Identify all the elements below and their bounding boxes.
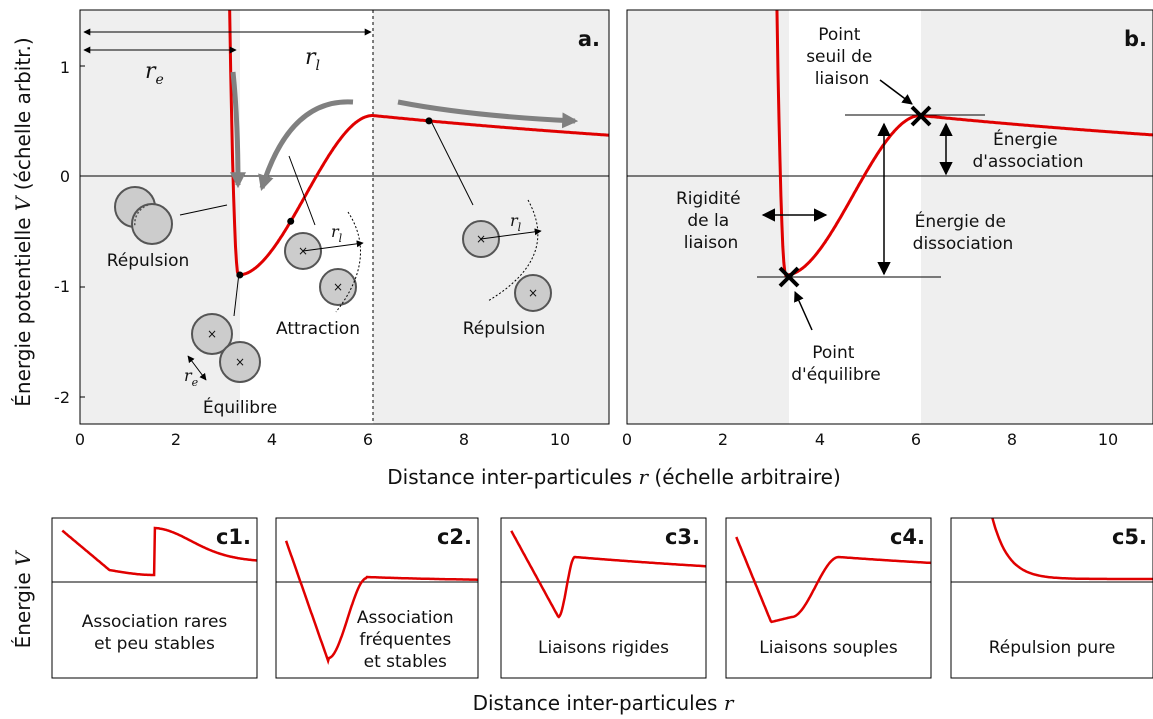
bottom-panel-frame xyxy=(725,517,932,679)
ytick-minus-1: -1 xyxy=(54,277,70,296)
y-axis-title: Énergie potentielle V (échelle arbitr.) xyxy=(11,37,35,406)
bottom-panel-caption: Répulsion pure xyxy=(989,638,1116,658)
svg-text:×: × xyxy=(333,280,343,294)
panel-a: re rl Répulsion × × re Équilibre xyxy=(79,9,610,425)
x-axis-title: Distance inter-particules r (échelle arb… xyxy=(387,465,841,489)
particles-repulsion-short xyxy=(114,186,173,245)
bottom-panel-frame xyxy=(950,517,1153,679)
panel-a-frame xyxy=(79,9,610,425)
threshold-pointer xyxy=(879,79,913,105)
gray-arrow-escape xyxy=(397,99,579,129)
label-dissociation-energy: Énergie de dissociation xyxy=(913,210,1014,254)
svg-text:×: × xyxy=(528,286,538,300)
svg-text:×: × xyxy=(235,355,245,369)
label-association-energy: Énergie d'association xyxy=(972,128,1083,172)
threshold-point-marker xyxy=(910,105,932,127)
panel-b-frame xyxy=(626,9,1153,425)
bottom-panel-curve xyxy=(61,526,257,577)
bottom-panel-5: c5. Répulsion pure xyxy=(950,517,1153,679)
leader-repulsion-long xyxy=(429,118,474,206)
svg-text:0: 0 xyxy=(75,430,85,449)
svg-text:0: 0 xyxy=(622,430,632,449)
svg-text:8: 8 xyxy=(1007,430,1017,449)
label-repulsion-long: Répulsion xyxy=(463,319,546,339)
x-ticks-b: 0 2 4 6 8 10 xyxy=(622,430,1118,449)
gray-arrow-attraction xyxy=(258,99,354,192)
svg-text:×: × xyxy=(207,327,217,341)
ytick-1: 1 xyxy=(60,58,70,77)
label-equilibrium-point: Point d'équilibre xyxy=(791,343,881,385)
state-dot-2 xyxy=(287,217,295,225)
x-ticks-a: 0 2 4 6 8 10 xyxy=(75,430,570,449)
label-attraction: Attraction xyxy=(276,319,360,339)
label-threshold-point: Point seuil de liaison xyxy=(806,25,878,89)
ytick-minus-2: -2 xyxy=(54,388,70,407)
bottom-panel-3: c3. Liaisons rigides xyxy=(500,517,707,679)
state-dot-1 xyxy=(236,271,244,279)
bottom-panel-frame xyxy=(500,517,707,679)
gray-arrow-compression xyxy=(229,71,246,189)
panel-b-tag: b. xyxy=(1124,27,1147,51)
particles-equilibrium: × × xyxy=(187,313,261,383)
bottom-panel-tag: c5. xyxy=(1112,525,1147,549)
svg-text:8: 8 xyxy=(459,430,469,449)
bottom-x-axis-title: Distance inter-particules r xyxy=(473,691,735,715)
equilibrium-point-marker xyxy=(778,266,800,288)
ytick-0: 0 xyxy=(60,167,70,186)
bottom-panel-curve xyxy=(991,518,1153,581)
bottom-panel-tag: c2. xyxy=(437,525,472,549)
svg-text:2: 2 xyxy=(718,430,728,449)
panel-a-state-dots xyxy=(236,117,433,279)
bottom-panel-tag: c1. xyxy=(216,525,251,549)
bottom-panel-tag: c4. xyxy=(890,525,925,549)
svg-text:4: 4 xyxy=(267,430,277,449)
equilibrium-re-label: re xyxy=(184,366,199,389)
panel-b-shade-right xyxy=(921,10,1153,424)
bottom-panel-caption: Liaisons souples xyxy=(759,638,898,658)
svg-text:2: 2 xyxy=(171,430,181,449)
particles-repulsion-long: × × xyxy=(462,199,552,312)
label-stiffness: Rigidité de la liaison xyxy=(676,189,746,253)
particles-attraction: × × xyxy=(284,211,364,313)
leader-equilibrium xyxy=(233,272,240,317)
bottom-panel-caption: Liaisons rigides xyxy=(538,638,669,658)
svg-text:10: 10 xyxy=(1098,430,1118,449)
panel-a-potential-curve xyxy=(228,10,609,277)
repulsion-long-rl-label: rl xyxy=(510,211,522,234)
svg-text:6: 6 xyxy=(911,430,921,449)
bottom-panel-curve xyxy=(735,536,931,624)
equilibrium-pointer xyxy=(794,291,813,331)
bottom-panel-curve xyxy=(284,540,478,665)
panel-a-tag: a. xyxy=(578,27,600,51)
label-equilibrium: Équilibre xyxy=(203,396,277,418)
bottom-panel-4: c4. Liaisons souples xyxy=(725,517,932,679)
bottom-panel-frame xyxy=(275,517,479,679)
attraction-rl-label: rl xyxy=(331,222,343,245)
bottom-y-axis-title: Énergie V xyxy=(11,549,35,648)
panel-b: Point seuil de liaison Énergie d'associa… xyxy=(626,9,1153,425)
leader-repulsion-short xyxy=(179,204,228,216)
panel-a-shade-right xyxy=(373,10,609,424)
label-repulsion-short: Répulsion xyxy=(107,251,190,271)
bottom-panel-tag: c3. xyxy=(665,525,700,549)
bottom-panel-curve xyxy=(510,530,706,619)
panel-b-potential-curve xyxy=(775,10,1153,277)
y-ticks: 1 0 -1 -2 xyxy=(54,58,85,407)
svg-text:4: 4 xyxy=(815,430,825,449)
bottom-panel-frame xyxy=(51,517,258,679)
svg-text:6: 6 xyxy=(363,430,373,449)
leader-attraction xyxy=(288,155,316,226)
rl-label: rl xyxy=(305,45,320,74)
svg-text:10: 10 xyxy=(550,430,570,449)
state-dot-3 xyxy=(425,117,433,125)
re-label: re xyxy=(145,59,164,88)
